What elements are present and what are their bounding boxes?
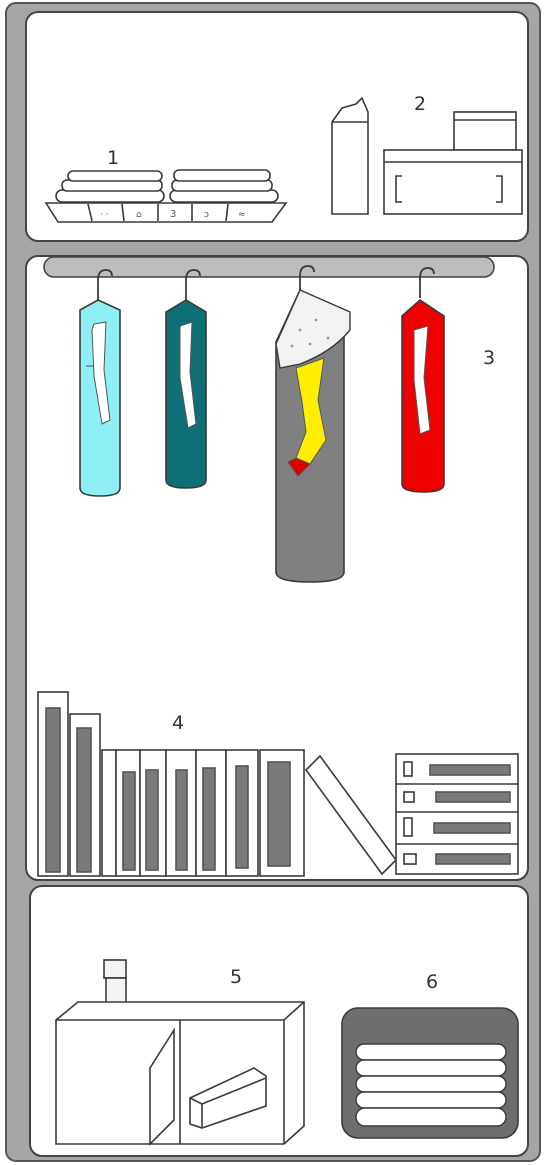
label-5: 5: [230, 966, 242, 988]
drawer-unit: [396, 754, 518, 874]
svg-text:· ·: · ·: [100, 210, 109, 220]
label-3: 3: [483, 347, 495, 369]
towel-drawer: [342, 1008, 518, 1138]
label-2: 2: [414, 93, 426, 115]
label-6: 6: [426, 971, 438, 993]
book-icon: [102, 750, 116, 876]
label-4: 4: [172, 712, 184, 734]
svg-text:⌂: ⌂: [136, 210, 142, 220]
label-1: 1: [107, 147, 119, 169]
svg-text:3: 3: [170, 209, 176, 220]
svg-text:ↄ: ↄ: [204, 210, 209, 220]
svg-text:≈: ≈: [238, 210, 246, 220]
